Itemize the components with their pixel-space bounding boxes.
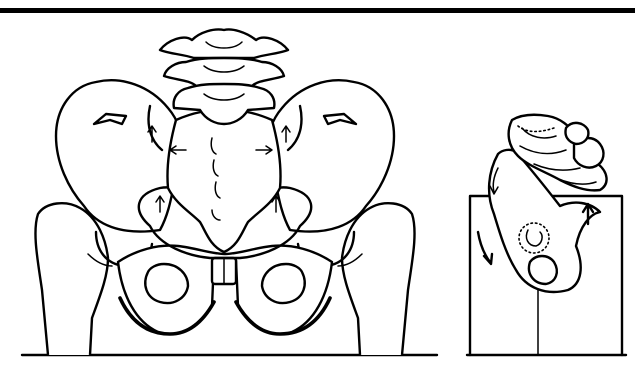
lateral-lumbar-2 <box>565 123 588 144</box>
top-border-rule <box>0 8 635 13</box>
sacrum <box>167 110 280 252</box>
right-obturator-foramen <box>262 264 305 303</box>
left-femur <box>35 203 108 355</box>
lateral-pelvis-view <box>467 115 626 355</box>
left-obturator-foramen <box>145 264 188 303</box>
arrow-curved-down <box>478 232 492 264</box>
right-femur <box>342 203 415 355</box>
anterior-pelvis-view <box>22 29 437 355</box>
lateral-obturator <box>529 256 557 284</box>
lumbar-vertebra-top <box>160 29 288 58</box>
